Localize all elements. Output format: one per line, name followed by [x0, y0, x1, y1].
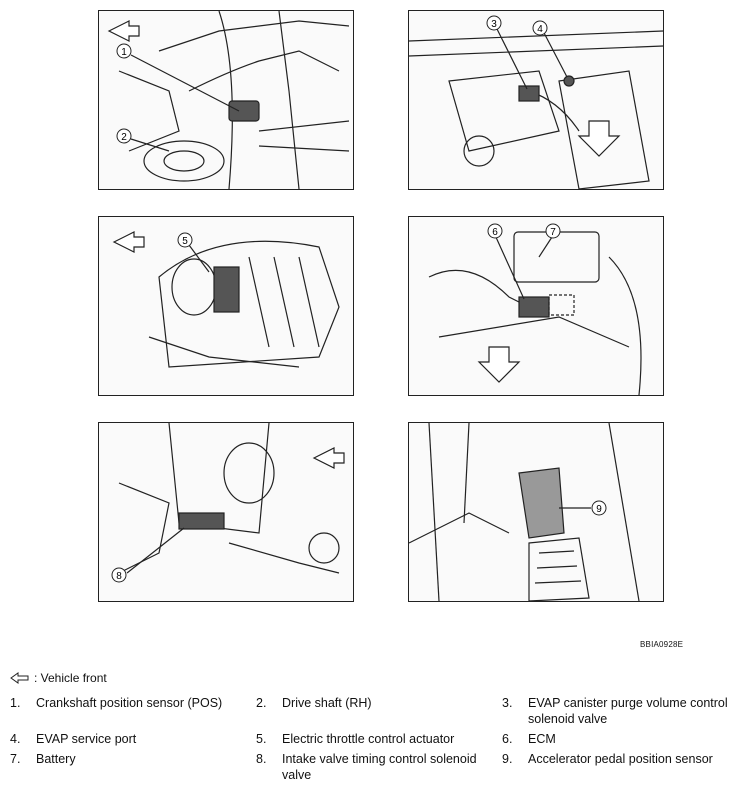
- callout-8: 8: [116, 571, 122, 582]
- engine-evap-illustration: 3 4: [409, 15, 663, 189]
- legend-item: 1. Crankshaft position sensor (POS): [10, 695, 246, 711]
- legend-item-text: Battery: [36, 752, 76, 766]
- diagram-panel-3: 5: [98, 216, 354, 396]
- diagram-panel-6: 9: [408, 422, 664, 602]
- diagram-panel-1: 1 2: [98, 10, 354, 190]
- legend-item-text: Crankshaft position sensor (POS): [36, 696, 223, 710]
- vehicle-front-arrow-icon: [112, 231, 145, 253]
- legend-item: 4. EVAP service port: [10, 731, 246, 747]
- legend-item: 6. ECM: [502, 731, 738, 747]
- callout-9: 9: [596, 504, 602, 515]
- legend-item-number: 2.: [256, 696, 267, 710]
- legend-item-text: Accelerator pedal position sensor: [528, 752, 713, 766]
- legend-vehicle-front: : Vehicle front: [10, 671, 107, 685]
- legend-item-number: 7.: [10, 752, 21, 766]
- legend-item-number: 9.: [502, 752, 513, 766]
- callout-2: 2: [121, 132, 127, 143]
- legend-note-text: : Vehicle front: [34, 671, 107, 685]
- callout-3: 3: [491, 19, 497, 30]
- legend-item-text: Intake valve timing control solenoid val…: [282, 752, 477, 782]
- callout-7: 7: [550, 227, 556, 238]
- legend-item: 9. Accelerator pedal position sensor: [502, 751, 738, 767]
- legend-item-number: 1.: [10, 696, 21, 710]
- callout-1: 1: [121, 47, 127, 58]
- vehicle-front-arrow-icon: [577, 120, 621, 157]
- vehicle-front-arrow-icon: [477, 346, 521, 383]
- legend-item: 7. Battery: [10, 751, 246, 767]
- vehicle-front-arrow-icon: [107, 20, 140, 42]
- legend-item-number: 5.: [256, 732, 267, 746]
- callout-4: 4: [537, 24, 543, 35]
- legend-item-text: Drive shaft (RH): [282, 696, 372, 710]
- figure-code: BBIA0928E: [640, 640, 684, 649]
- legend-item: 8. Intake valve timing control solenoid …: [256, 751, 492, 783]
- legend-item: 5. Electric throttle control actuator: [256, 731, 492, 747]
- legend-item-text: ECM: [528, 732, 556, 746]
- legend-item-number: 8.: [256, 752, 267, 766]
- accelerator-pedal-illustration: 9: [409, 423, 640, 601]
- diagram-panel-4: 6 7: [408, 216, 664, 396]
- vehicle-front-arrow-icon: [10, 672, 29, 684]
- diagram-panel-5: 8: [98, 422, 354, 602]
- legend-item-number: 3.: [502, 696, 513, 710]
- legend-item-number: 6.: [502, 732, 513, 746]
- legend-item-text: EVAP canister purge volume control solen…: [528, 696, 728, 726]
- engine-ecm-illustration: 6 7: [428, 223, 642, 395]
- legend-item-text: EVAP service port: [36, 732, 137, 746]
- diagram-panel-2: 3 4: [408, 10, 664, 190]
- engine-intake-valve-illustration: 8: [111, 423, 345, 583]
- engine-crankshaft-illustration: 1 2: [107, 11, 350, 189]
- callout-6: 6: [492, 227, 498, 238]
- callout-5: 5: [182, 236, 188, 247]
- engine-throttle-illustration: 5: [112, 231, 340, 368]
- vehicle-front-arrow-icon: [312, 447, 345, 469]
- legend-item: 2. Drive shaft (RH): [256, 695, 492, 711]
- legend-item: 3. EVAP canister purge volume control so…: [502, 695, 738, 727]
- legend-item-text: Electric throttle control actuator: [282, 732, 455, 746]
- legend-item-number: 4.: [10, 732, 21, 746]
